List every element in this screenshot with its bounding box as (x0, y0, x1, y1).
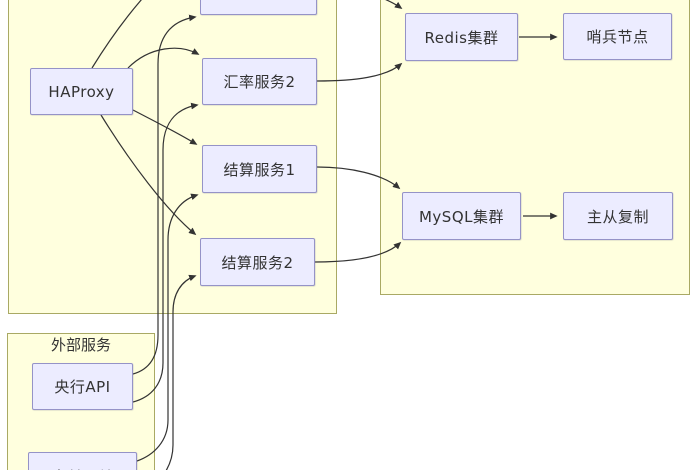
cluster-label-external: 外部服务 (50, 336, 111, 354)
node-ext2: 支付网关 (28, 452, 137, 470)
node-sentinel: 哨兵节点 (563, 13, 672, 60)
node-haproxy: HAProxy (30, 68, 133, 115)
node-rate2: 汇率服务2 (202, 58, 317, 105)
node-rate1 (200, 0, 317, 15)
node-redis: Redis集群 (405, 13, 518, 61)
node-replication: 主从复制 (563, 192, 673, 240)
node-settle1: 结算服务1 (202, 145, 317, 193)
node-mysql: MySQL集群 (402, 192, 521, 240)
node-cbapi: 央行API (32, 363, 133, 410)
node-settle2: 结算服务2 (200, 238, 315, 286)
